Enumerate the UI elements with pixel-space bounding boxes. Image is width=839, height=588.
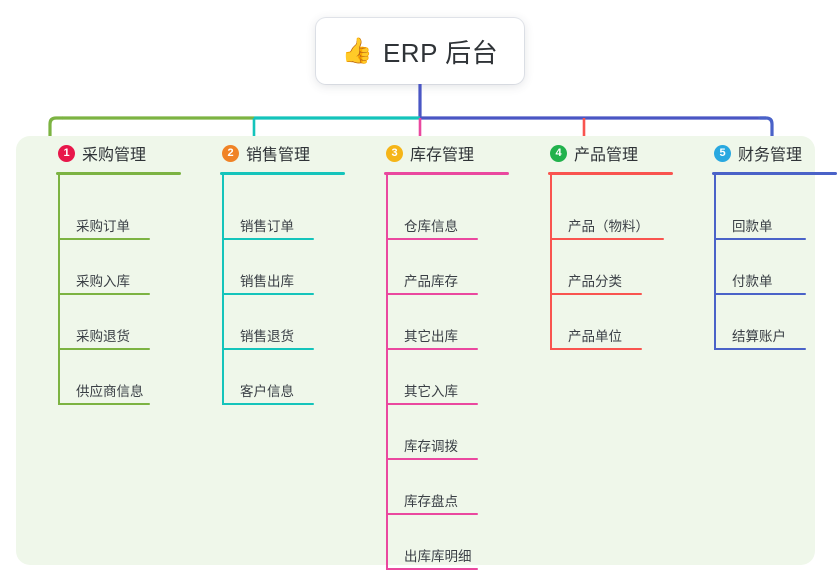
- leaf-label: 产品（物料）: [568, 219, 649, 234]
- leaf-label: 库存调拨: [404, 439, 458, 454]
- leaf-label: 付款单: [732, 274, 773, 289]
- leaf-underline: [58, 403, 150, 405]
- leaf-underline: [58, 293, 150, 295]
- column-rule: [220, 172, 345, 175]
- root-node[interactable]: 👍 ERP 后台: [316, 18, 524, 84]
- leaf-underline: [386, 348, 478, 350]
- column-header-5[interactable]: 5 财务管理: [692, 136, 839, 170]
- column-title: 财务管理: [738, 147, 803, 164]
- column-rule: [548, 172, 673, 175]
- column-销售管理: 2 销售管理销售订单销售出库销售退货客户信息: [200, 136, 365, 405]
- column-badge-5: 5: [714, 144, 731, 162]
- columns-container: 1 采购管理采购订单采购入库采购退货供应商信息 2 销售管理销售订单销售出库销售退货客…: [16, 136, 837, 570]
- column-header-4[interactable]: 4 产品管理: [528, 136, 693, 170]
- leaf-underline: [386, 568, 478, 570]
- root-node-title: ERP 后台: [382, 37, 499, 68]
- leaf-label: 采购订单: [76, 219, 130, 234]
- leaf-underline: [386, 513, 478, 515]
- leaf-underline: [714, 293, 806, 295]
- leaf-underline: [222, 403, 314, 405]
- column-header-3[interactable]: 3 库存管理: [364, 136, 529, 170]
- column-header-2[interactable]: 2 销售管理: [200, 136, 365, 170]
- leaf-label: 产品单位: [568, 329, 622, 344]
- leaf-label: 产品库存: [404, 274, 458, 289]
- column-spine: [714, 175, 716, 350]
- column-rule: [712, 172, 837, 175]
- leaf-label: 产品分类: [568, 274, 622, 289]
- column-库存管理: 3 库存管理仓库信息产品库存其它出库其它入库库存调拨库存盘点出库库明细: [364, 136, 529, 570]
- leaf-underline: [550, 238, 664, 240]
- leaf-underline: [550, 293, 642, 295]
- column-spine: [550, 175, 552, 350]
- column-title: 产品管理: [574, 147, 639, 164]
- column-spine: [222, 175, 224, 405]
- leaf-underline: [386, 238, 478, 240]
- leaf-label: 销售出库: [240, 274, 294, 289]
- thumbs-up-icon: 👍: [341, 36, 373, 65]
- column-title: 销售管理: [246, 147, 311, 164]
- column-title: 库存管理: [410, 147, 475, 164]
- leaf-underline: [550, 348, 642, 350]
- leaf-label: 采购退货: [76, 329, 130, 344]
- leaf-label: 销售订单: [240, 219, 294, 234]
- column-rule: [56, 172, 181, 175]
- leaf-underline: [386, 403, 478, 405]
- leaf-underline: [386, 458, 478, 460]
- leaf-label: 客户信息: [240, 384, 294, 399]
- column-badge-1: 1: [58, 144, 75, 162]
- leaf-underline: [222, 293, 314, 295]
- leaf-underline: [222, 348, 314, 350]
- leaf-underline: [58, 348, 150, 350]
- column-spine: [58, 175, 60, 405]
- leaf-underline: [386, 293, 478, 295]
- leaf-label: 其它入库: [404, 384, 458, 399]
- column-badge-4: 4: [550, 144, 567, 162]
- leaf-label: 回款单: [732, 219, 773, 234]
- leaf-label: 采购入库: [76, 274, 130, 289]
- leaf-label: 结算账户: [732, 329, 786, 344]
- content-panel: [16, 136, 815, 565]
- column-spine: [386, 175, 388, 570]
- column-rule: [384, 172, 509, 175]
- leaf-label: 仓库信息: [404, 219, 458, 234]
- column-采购管理: 1 采购管理采购订单采购入库采购退货供应商信息: [36, 136, 201, 405]
- leaf-label: 其它出库: [404, 329, 458, 344]
- column-title: 采购管理: [82, 147, 147, 164]
- root-node-content: 👍 ERP 后台: [342, 33, 498, 70]
- leaf-underline: [222, 238, 314, 240]
- leaf-label: 供应商信息: [76, 384, 144, 399]
- leaf-underline: [58, 238, 150, 240]
- leaf-underline: [714, 238, 806, 240]
- column-财务管理: 5 财务管理回款单付款单结算账户: [692, 136, 839, 350]
- column-产品管理: 4 产品管理产品（物料） 产品分类产品单位: [528, 136, 693, 350]
- column-badge-2: 2: [222, 144, 239, 162]
- leaf-label: 库存盘点: [404, 494, 458, 509]
- column-badge-3: 3: [386, 144, 403, 162]
- leaf-underline: [714, 348, 806, 350]
- leaf-label: 出库库明细: [404, 549, 472, 564]
- leaf-label: 销售退货: [240, 329, 294, 344]
- column-header-1[interactable]: 1 采购管理: [36, 136, 201, 170]
